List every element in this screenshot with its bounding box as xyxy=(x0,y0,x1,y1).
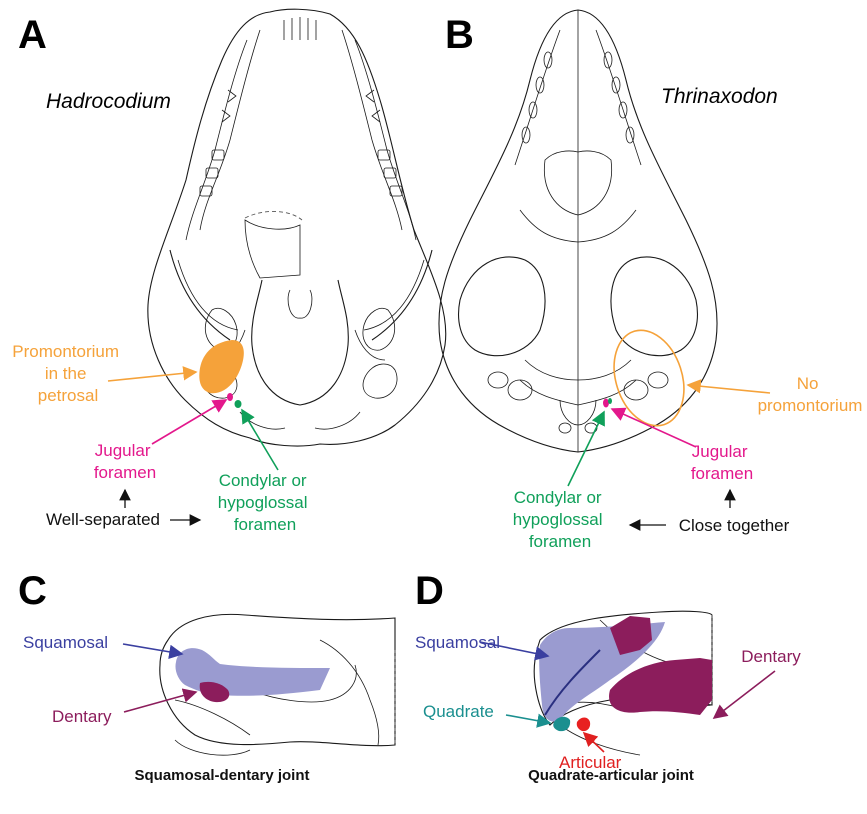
jugular-label-a: Jugular foramen xyxy=(94,441,156,482)
jugular-label-b: Jugular foramen xyxy=(691,442,753,483)
spacing-label-b: Close together xyxy=(679,516,790,535)
dentary-label-c: Dentary xyxy=(52,707,112,726)
jugular-arrow-a xyxy=(152,400,226,444)
hadrocodium-skull-drawing xyxy=(148,9,446,446)
jugular-foramen-marker-b xyxy=(603,399,609,408)
no-promontorium-arrow xyxy=(688,385,770,393)
panel-b-species: Thrinaxodon xyxy=(661,85,778,108)
panel-c-letter: C xyxy=(18,569,47,613)
panel-a-species: Hadrocodium xyxy=(46,90,171,113)
squamosal-label-d: Squamosal xyxy=(415,633,500,652)
no-promontorium-circle xyxy=(602,321,695,435)
quadrate-arrow-d xyxy=(506,715,550,723)
condylar-arrow-a xyxy=(242,410,278,470)
caption-c: Squamosal-dentary joint xyxy=(134,767,309,784)
promontorium-arrow xyxy=(108,372,196,381)
promontorium-label-text: Promontorium in the petrosal xyxy=(12,342,124,405)
panel-d: D Squamosal Quadrate Articular Dentary Q… xyxy=(415,569,801,784)
jugular-foramen-marker xyxy=(227,393,233,401)
condylar-label-a: Condylar or hypoglossal foramen xyxy=(218,471,313,534)
jugular-arrow-b xyxy=(612,409,696,447)
condylar-foramen-marker-b xyxy=(608,398,612,404)
caption-d: Quadrate-articular joint xyxy=(528,767,694,784)
spacing-label-a: Well-separated xyxy=(46,510,160,529)
condylar-arrow-b xyxy=(568,412,604,486)
dentary-arrow-c xyxy=(124,692,196,712)
squamosal-c xyxy=(175,648,330,696)
panel-b-letter: B xyxy=(445,13,474,57)
no-promontorium-label: No promontorium xyxy=(758,374,863,415)
squamosal-arrow-c xyxy=(123,644,182,654)
articular-arrow-d xyxy=(584,733,604,752)
squamosal-label-c: Squamosal xyxy=(23,633,108,652)
dentary-arrow-d xyxy=(714,671,775,718)
panel-c: C Squamosal Dentary Squamosal-dentary jo… xyxy=(18,569,395,784)
quadrate-label-d: Quadrate xyxy=(423,702,494,721)
panel-b: B Thrinaxodon xyxy=(439,10,863,551)
condylar-foramen-marker xyxy=(235,400,242,408)
panel-a: A Hadrocodium xyxy=(12,9,446,534)
articular-d xyxy=(577,718,590,732)
thrinaxodon-skull-drawing xyxy=(439,10,717,452)
condylar-label-b: Condylar or hypoglossal foramen xyxy=(513,488,608,551)
dentary-label-d: Dentary xyxy=(741,647,801,666)
panel-a-letter: A xyxy=(18,13,47,57)
panel-d-letter: D xyxy=(415,569,444,613)
